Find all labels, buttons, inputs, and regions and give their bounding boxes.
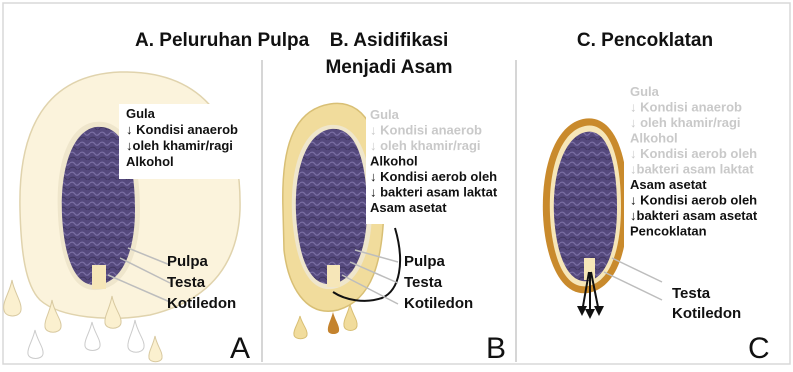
part-label-pulpa: Pulpa (167, 253, 208, 270)
part-label-pulpa: Pulpa (404, 253, 445, 270)
panel-title-line: C. Pencoklatan (577, 30, 713, 51)
process-step: Alkohol (630, 131, 678, 146)
process-step: Asam asetat (630, 177, 707, 192)
panel-title-line: B. Asidifikasi (330, 30, 449, 51)
process-step: Alkohol (370, 154, 418, 169)
process-step: ↓ Kondisi anaerob (126, 122, 238, 137)
process-step: Alkohol (126, 154, 174, 169)
panel-letter: B (486, 332, 506, 365)
panel-letter: A (230, 332, 250, 365)
process-step: ↓ bakteri asam laktat (370, 185, 498, 200)
process-step: ↓ Kondisi aerob oleh (630, 193, 757, 208)
part-label-kotiledon: Kotiledon (404, 295, 473, 312)
process-step: ↓ Kondisi anaerob (630, 100, 742, 115)
kotiledon-layer (296, 129, 367, 284)
process-step: ↓oleh khamir/ragi (126, 138, 233, 153)
part-label-testa: Testa (404, 274, 443, 291)
panel-letter: C (748, 332, 770, 365)
process-step: ↓ Kondisi aerob oleh (630, 146, 757, 161)
process-step: ↓ oleh khamir/ragi (370, 138, 481, 153)
part-label-testa: Testa (167, 274, 206, 291)
panel-title-line: Menjadi Asam (325, 57, 452, 78)
process-step: Asam asetat (370, 200, 447, 215)
part-label-kotiledon: Kotiledon (672, 305, 741, 322)
process-step: Pencoklatan (630, 224, 707, 239)
panel-title-line: A. Peluruhan Pulpa (135, 30, 310, 51)
process-step: ↓bakteri asam asetat (630, 208, 758, 223)
process-step: ↓bakteri asam laktat (630, 162, 754, 177)
embryo-axis (92, 265, 106, 289)
process-step: ↓ oleh khamir/ragi (630, 115, 741, 130)
process-step: ↓ Kondisi anaerob (370, 123, 482, 138)
part-label-testa: Testa (672, 285, 711, 302)
process-step: Gula (126, 106, 156, 121)
part-label-kotiledon: Kotiledon (167, 295, 236, 312)
process-step: Gula (370, 107, 400, 122)
embryo-axis (327, 265, 340, 287)
process-step: ↓ Kondisi aerob oleh (370, 169, 497, 184)
process-step: Gula (630, 84, 660, 99)
